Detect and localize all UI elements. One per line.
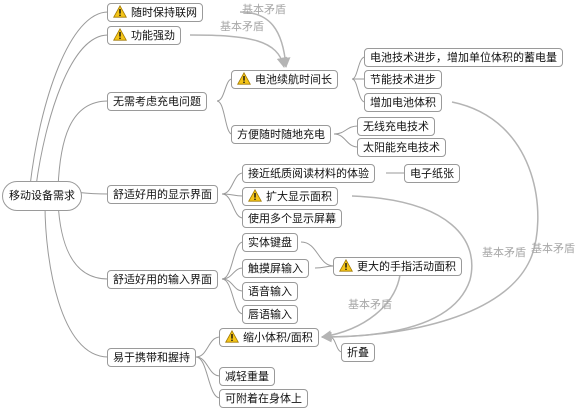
node-multi-screen[interactable]: 使用多个显示屏幕 [242, 209, 342, 228]
connector-multi-screen [221, 193, 244, 219]
node-label: 节能技术进步 [370, 73, 436, 86]
node-powerful[interactable]: 功能强劲 [107, 26, 181, 45]
connector-paper-like [221, 172, 244, 195]
connector-shrink [195, 336, 221, 358]
node-label: 唇语输入 [248, 308, 292, 321]
connector-root-stay-online [29, 11, 109, 187]
branch-portable[interactable]: 易于携带和握持 [107, 348, 196, 367]
node-battery-volume[interactable]: 增加电池体积 [364, 93, 442, 112]
branch-label: 舒适好用的输入界面 [113, 273, 212, 286]
conflict-note-3: 基本矛盾 [482, 246, 526, 259]
node-label: 电池续航时间长 [255, 73, 332, 86]
connector-wireless [333, 125, 359, 135]
warning-triangle-icon [248, 189, 262, 202]
branch-no-charging-worry[interactable]: 无需考虑充电问题 [107, 92, 207, 111]
branch-label: 舒适好用的显示界面 [113, 188, 212, 201]
node-label: 可附着在身体上 [225, 392, 302, 405]
connector-keyboard [221, 241, 244, 280]
node-label: 方便随时随地充电 [237, 128, 325, 141]
node-label: 太阳能充电技术 [363, 141, 440, 154]
node-voice-input[interactable]: 语音输入 [242, 282, 298, 301]
warning-triangle-icon [113, 28, 127, 41]
node-fold[interactable]: 折叠 [341, 343, 375, 362]
connector-voice [221, 278, 244, 292]
connector-battery-volume [351, 78, 366, 103]
branch-label: 无需考虑充电问题 [113, 95, 201, 108]
node-paper-like[interactable]: 接近纸质阅读材料的体验 [242, 164, 375, 183]
node-label: 电子纸张 [410, 167, 454, 180]
node-wireless-charge[interactable]: 无线充电技术 [357, 117, 435, 136]
node-shrink[interactable]: 缩小体积/面积 [219, 328, 319, 347]
node-bigger-display[interactable]: 扩大显示面积 [242, 187, 338, 206]
node-lighter[interactable]: 减轻重量 [219, 367, 275, 386]
node-stay-online[interactable]: 随时保持联网 [107, 3, 203, 22]
node-label: 接近纸质阅读材料的体验 [248, 167, 369, 180]
node-label: 随时保持联网 [131, 6, 197, 19]
conflict-arrow-finger-area [320, 274, 401, 341]
connector-lighter [195, 356, 221, 377]
conflict-arrow-battery-volume [320, 101, 539, 343]
warning-triangle-icon [237, 72, 251, 85]
node-battery-life[interactable]: 电池续航时间长 [231, 70, 338, 89]
root-label: 移动设备需求 [9, 189, 75, 202]
node-battery-tech[interactable]: 电池技术进步，增加单位体积的蓄电量 [364, 48, 563, 67]
conflict-arrow-powerful [189, 34, 288, 69]
warning-triangle-icon [113, 5, 127, 18]
connector-b1-battery [216, 78, 233, 102]
node-solar-charge[interactable]: 太阳能充电技术 [357, 138, 446, 157]
connector-lip [221, 278, 244, 315]
node-keyboard[interactable]: 实体键盘 [242, 233, 298, 252]
node-label: 折叠 [347, 346, 369, 359]
node-lip-input[interactable]: 唇语输入 [242, 305, 298, 324]
node-label: 电池技术进步，增加单位体积的蓄电量 [370, 51, 557, 64]
node-label: 触摸屏输入 [248, 262, 303, 275]
node-label: 语音输入 [248, 285, 292, 298]
node-wearable[interactable]: 可附着在身体上 [219, 389, 308, 408]
node-label: 更大的手指活动面积 [357, 260, 456, 273]
connector-root-b1 [57, 100, 109, 189]
node-label: 扩大显示面积 [266, 190, 332, 203]
node-label: 增加电池体积 [370, 96, 436, 109]
node-label: 无线充电技术 [363, 120, 429, 133]
node-finger-area[interactable]: 更大的手指活动面积 [333, 257, 462, 276]
connector-solar [333, 133, 359, 148]
connector-touchscreen [221, 267, 244, 280]
node-charge-anywhere[interactable]: 方便随时随地充电 [231, 125, 331, 144]
node-power-saving[interactable]: 节能技术进步 [364, 70, 442, 89]
connector-touch-finger [314, 265, 335, 269]
node-label: 使用多个显示屏幕 [248, 212, 336, 225]
node-e-paper[interactable]: 电子纸张 [404, 164, 460, 183]
node-label: 实体键盘 [248, 236, 292, 249]
connector-root-b3 [57, 201, 109, 280]
node-label: 功能强劲 [131, 29, 175, 42]
node-label: 缩小体积/面积 [243, 331, 313, 344]
conflict-note-4: 基本矛盾 [531, 242, 575, 255]
conflict-arrow-stay-online [239, 11, 291, 69]
conflict-note-1: 基本矛盾 [242, 3, 286, 16]
node-touchscreen[interactable]: 触摸屏输入 [242, 259, 309, 278]
connector-keyboard-finger [300, 241, 335, 267]
connector-root-powerful [35, 34, 109, 187]
warning-triangle-icon [339, 259, 353, 272]
connector-wearable [195, 356, 221, 399]
conflict-note-5: 基本矛盾 [348, 298, 392, 311]
connector-battery-tech [351, 56, 366, 80]
branch-comfortable-input[interactable]: 舒适好用的输入界面 [107, 270, 218, 289]
node-label: 减轻重量 [225, 370, 269, 383]
root-node[interactable]: 移动设备需求 [2, 181, 82, 211]
conflict-arrow-bigger-display [320, 195, 473, 343]
branch-label: 易于携带和握持 [113, 351, 190, 364]
connector-root-b4 [44, 204, 109, 358]
conflict-note-2: 基本矛盾 [220, 20, 264, 33]
branch-comfortable-display[interactable]: 舒适好用的显示界面 [107, 185, 218, 204]
connector-b1-charge [216, 100, 233, 135]
warning-triangle-icon [225, 330, 239, 343]
